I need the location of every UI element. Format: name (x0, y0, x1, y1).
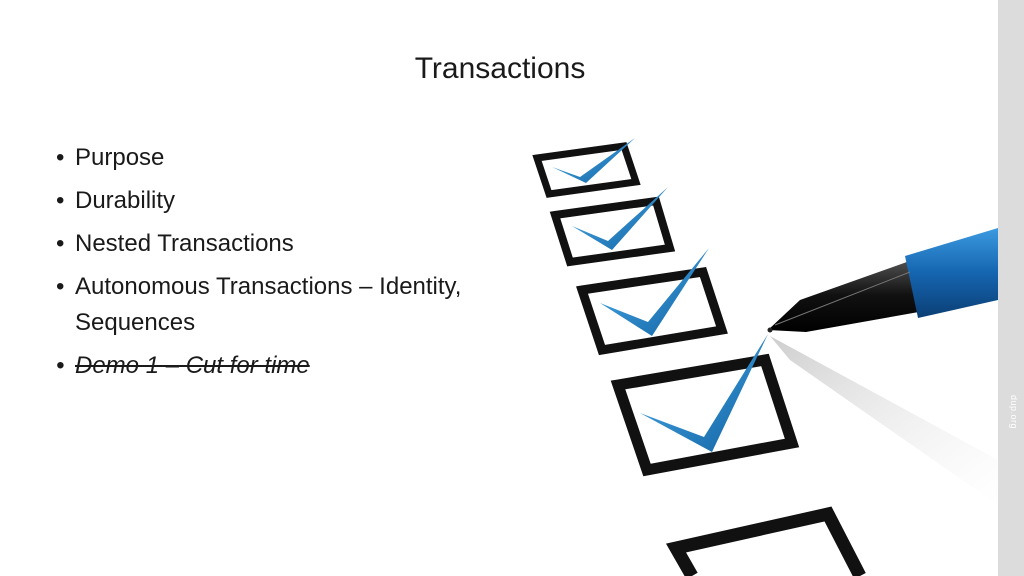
checkbox-5-empty (665, 506, 866, 576)
bullet-item: Nested Transactions (56, 226, 526, 262)
checkmark-3 (600, 248, 709, 336)
checkbox-2 (549, 196, 676, 267)
bullet-list: Purpose Durability Nested Transactions A… (56, 140, 526, 391)
checkbox-1 (532, 142, 641, 198)
checkbox-3 (576, 266, 728, 356)
bullet-item: Autonomous Transactions – Identity, Sequ… (56, 269, 526, 341)
bullet-item-struck: Demo 1 – Cut for time (56, 348, 526, 384)
bullet-item: Purpose (56, 140, 526, 176)
checkbox-4 (610, 353, 800, 477)
slide-title: Transactions (414, 52, 586, 85)
side-bar: dup.org (998, 0, 1024, 576)
checkmark-2 (572, 187, 668, 250)
watermark: dup.org (1009, 395, 1019, 430)
pen-shadow (770, 336, 998, 505)
checkmark-1 (552, 138, 635, 183)
bullet-item: Durability (56, 183, 526, 219)
pen (767, 228, 998, 333)
